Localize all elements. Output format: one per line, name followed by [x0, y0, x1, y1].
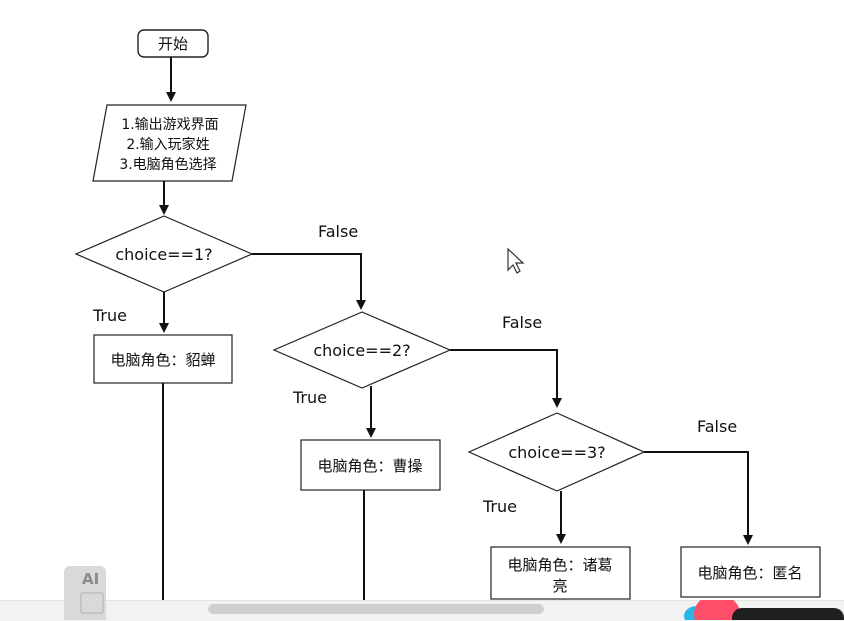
result-2-node [300, 439, 441, 491]
decision-3-true-label: True [482, 497, 517, 516]
decision-1-false-label: False [318, 222, 358, 241]
edge-decision-2-false [450, 349, 562, 408]
decision-2-true-label: True [292, 388, 327, 407]
io-node [92, 104, 247, 182]
result-1-label: 电脑角色：貂蝉 [110, 351, 215, 369]
start-label: 开始 [158, 35, 188, 53]
floating-widget[interactable] [684, 600, 844, 620]
widget-pink-bubble-icon [694, 600, 740, 620]
default-result-node [680, 546, 821, 598]
decision-3 [467, 412, 646, 492]
horizontal-scrollbar[interactable] [208, 604, 544, 614]
result-3-label-line-1: 电脑角色：诸葛 [507, 556, 612, 574]
default-result-label: 电脑角色：匿名 [697, 564, 802, 582]
start-node [137, 29, 209, 58]
edge-decision-3-false [644, 451, 753, 545]
decision-3-false-label: False [697, 417, 737, 436]
decision-2-label: choice==2? [313, 341, 410, 360]
decision-2-false-label: False [502, 313, 542, 332]
io-line-2: 2.输入玩家姓 [126, 136, 209, 153]
result-3-label-line-2: 亮 [552, 577, 567, 595]
io-line-1: 1.输出游戏界面 [121, 117, 218, 133]
mouse-cursor-icon [507, 247, 525, 274]
ai-frame-icon [80, 592, 104, 614]
result-3-node [490, 546, 631, 600]
ai-assistant-button[interactable]: AI [64, 566, 106, 620]
decision-2 [272, 311, 452, 389]
decision-1-true-label: True [92, 306, 127, 325]
decision-1-label: choice==1? [115, 245, 212, 264]
result-2-label: 电脑角色：曹操 [317, 457, 422, 475]
widget-dark-panel [732, 608, 844, 620]
decision-3-label: choice==3? [508, 443, 605, 462]
io-line-3: 3.电脑角色选择 [119, 156, 216, 173]
edge-decision-1-false [252, 253, 366, 310]
result-1-node [93, 334, 233, 384]
ai-badge-label: AI [82, 570, 100, 588]
